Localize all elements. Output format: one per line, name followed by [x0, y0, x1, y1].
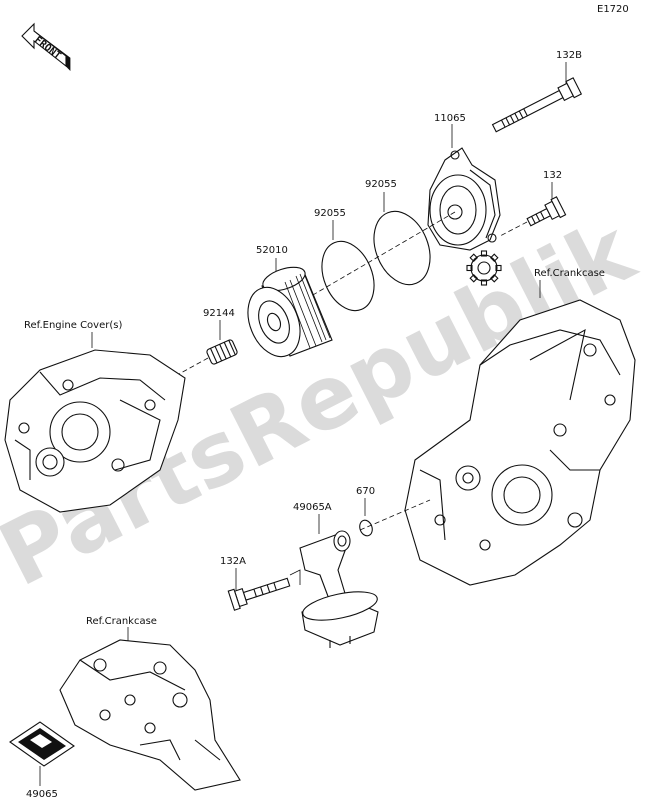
label-49065: 49065 [26, 789, 58, 800]
oil-pipe-49065a [299, 514, 379, 648]
gear-icon [466, 250, 502, 286]
filter-cover-11065 [269, 124, 501, 321]
label-52010: 52010 [256, 245, 288, 256]
oring-92055-outer [373, 192, 431, 286]
front-arrow-icon: FRONT [21, 22, 71, 71]
front-label: FRONT [32, 35, 62, 62]
label-ref-engine-cover: Ref.Engine Cover(s) [24, 320, 122, 331]
bolt-132a [227, 568, 301, 611]
label-92055-outer: 92055 [365, 179, 397, 190]
bolt-132 [499, 182, 567, 237]
oil-filter-52010 [247, 258, 333, 358]
label-132: 132 [543, 170, 562, 181]
label-92144: 92144 [203, 308, 235, 319]
oring-92055-inner [321, 220, 375, 312]
label-132b: 132B [556, 50, 582, 61]
label-670: 670 [356, 486, 375, 497]
label-ref-crankcase-upper: Ref.Crankcase [534, 268, 605, 279]
label-ref-crankcase-lower: Ref.Crankcase [86, 616, 157, 627]
engine-cover [4, 332, 186, 513]
label-92055-inner: 92055 [314, 208, 346, 219]
label-132a: 132A [220, 556, 246, 567]
oring-670 [359, 498, 373, 537]
bolt-132b [491, 62, 583, 133]
label-11065: 11065 [434, 113, 466, 124]
kit-box-icon [9, 721, 75, 786]
diagram-code: E1720 [597, 4, 629, 15]
crankcase-lower [59, 627, 241, 791]
label-49065a: 49065A [293, 502, 332, 513]
